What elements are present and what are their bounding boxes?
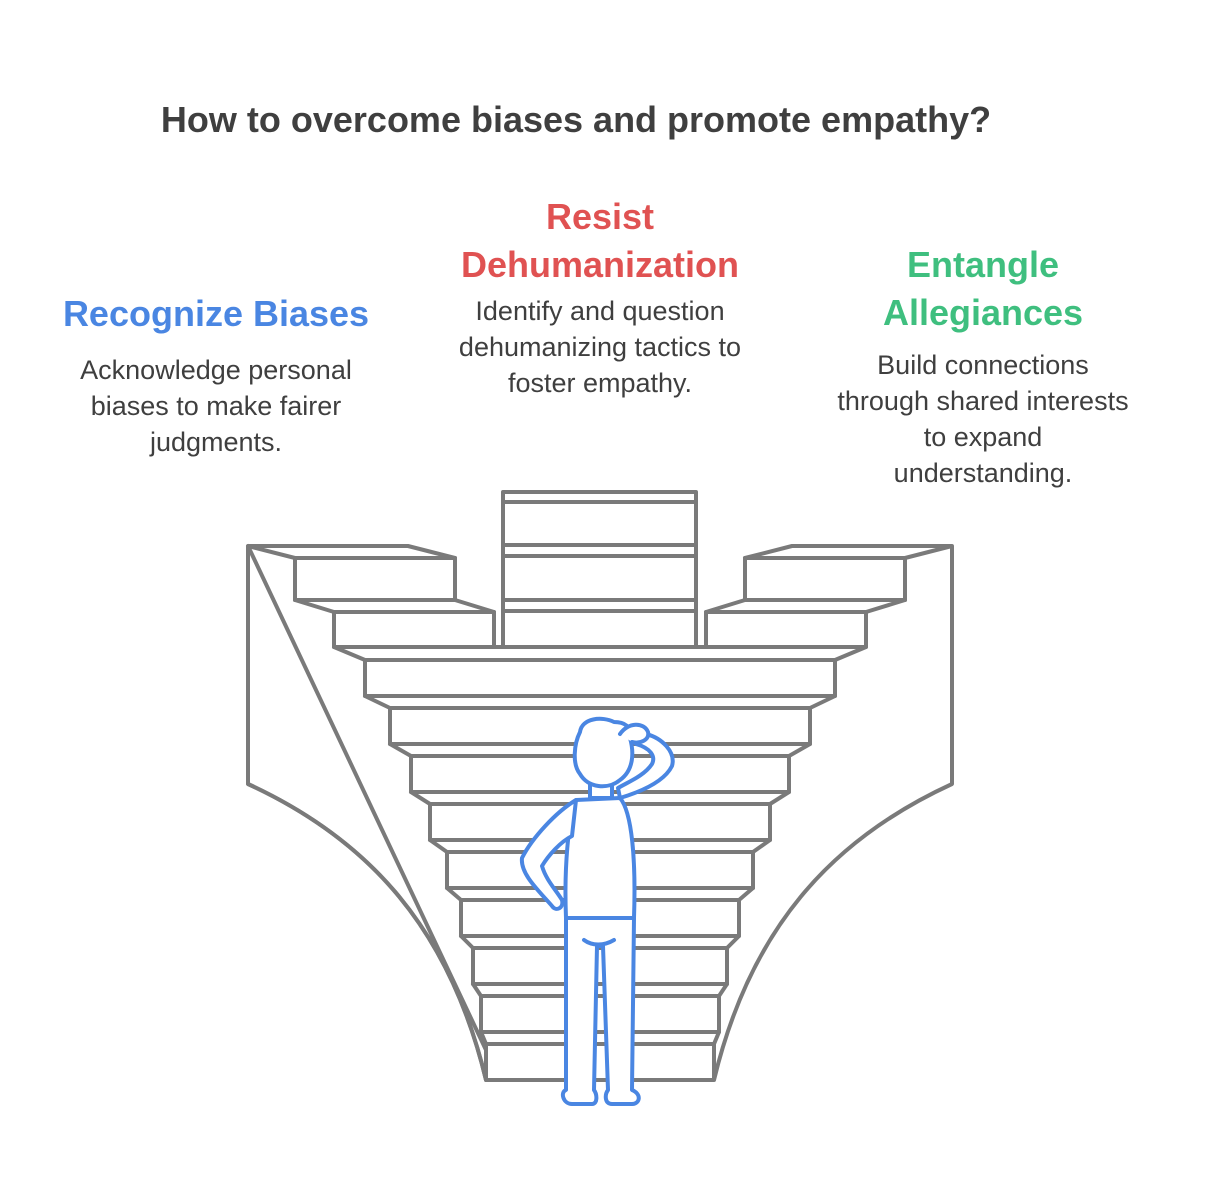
- step-heading: Resist Dehumanization: [460, 196, 739, 285]
- step-entangle-allegiances: Entangle Allegiances Build connections t…: [800, 241, 1166, 491]
- step-resist-dehumanization: Resist Dehumanization Identify and quest…: [420, 193, 780, 401]
- step-recognize-biases: Recognize Biases Acknowledge personal bi…: [36, 290, 396, 460]
- step-heading: Recognize Biases: [62, 293, 370, 334]
- step-description: Build connections through shared interes…: [837, 350, 1129, 488]
- thinking-person-icon: [519, 716, 675, 1106]
- step-heading: Entangle Allegiances: [882, 244, 1084, 333]
- step-description: Acknowledge personal biases to make fair…: [80, 355, 352, 457]
- step-description: Identify and question dehumanizing tacti…: [458, 296, 742, 398]
- page-title: How to overcome biases and promote empat…: [160, 99, 992, 140]
